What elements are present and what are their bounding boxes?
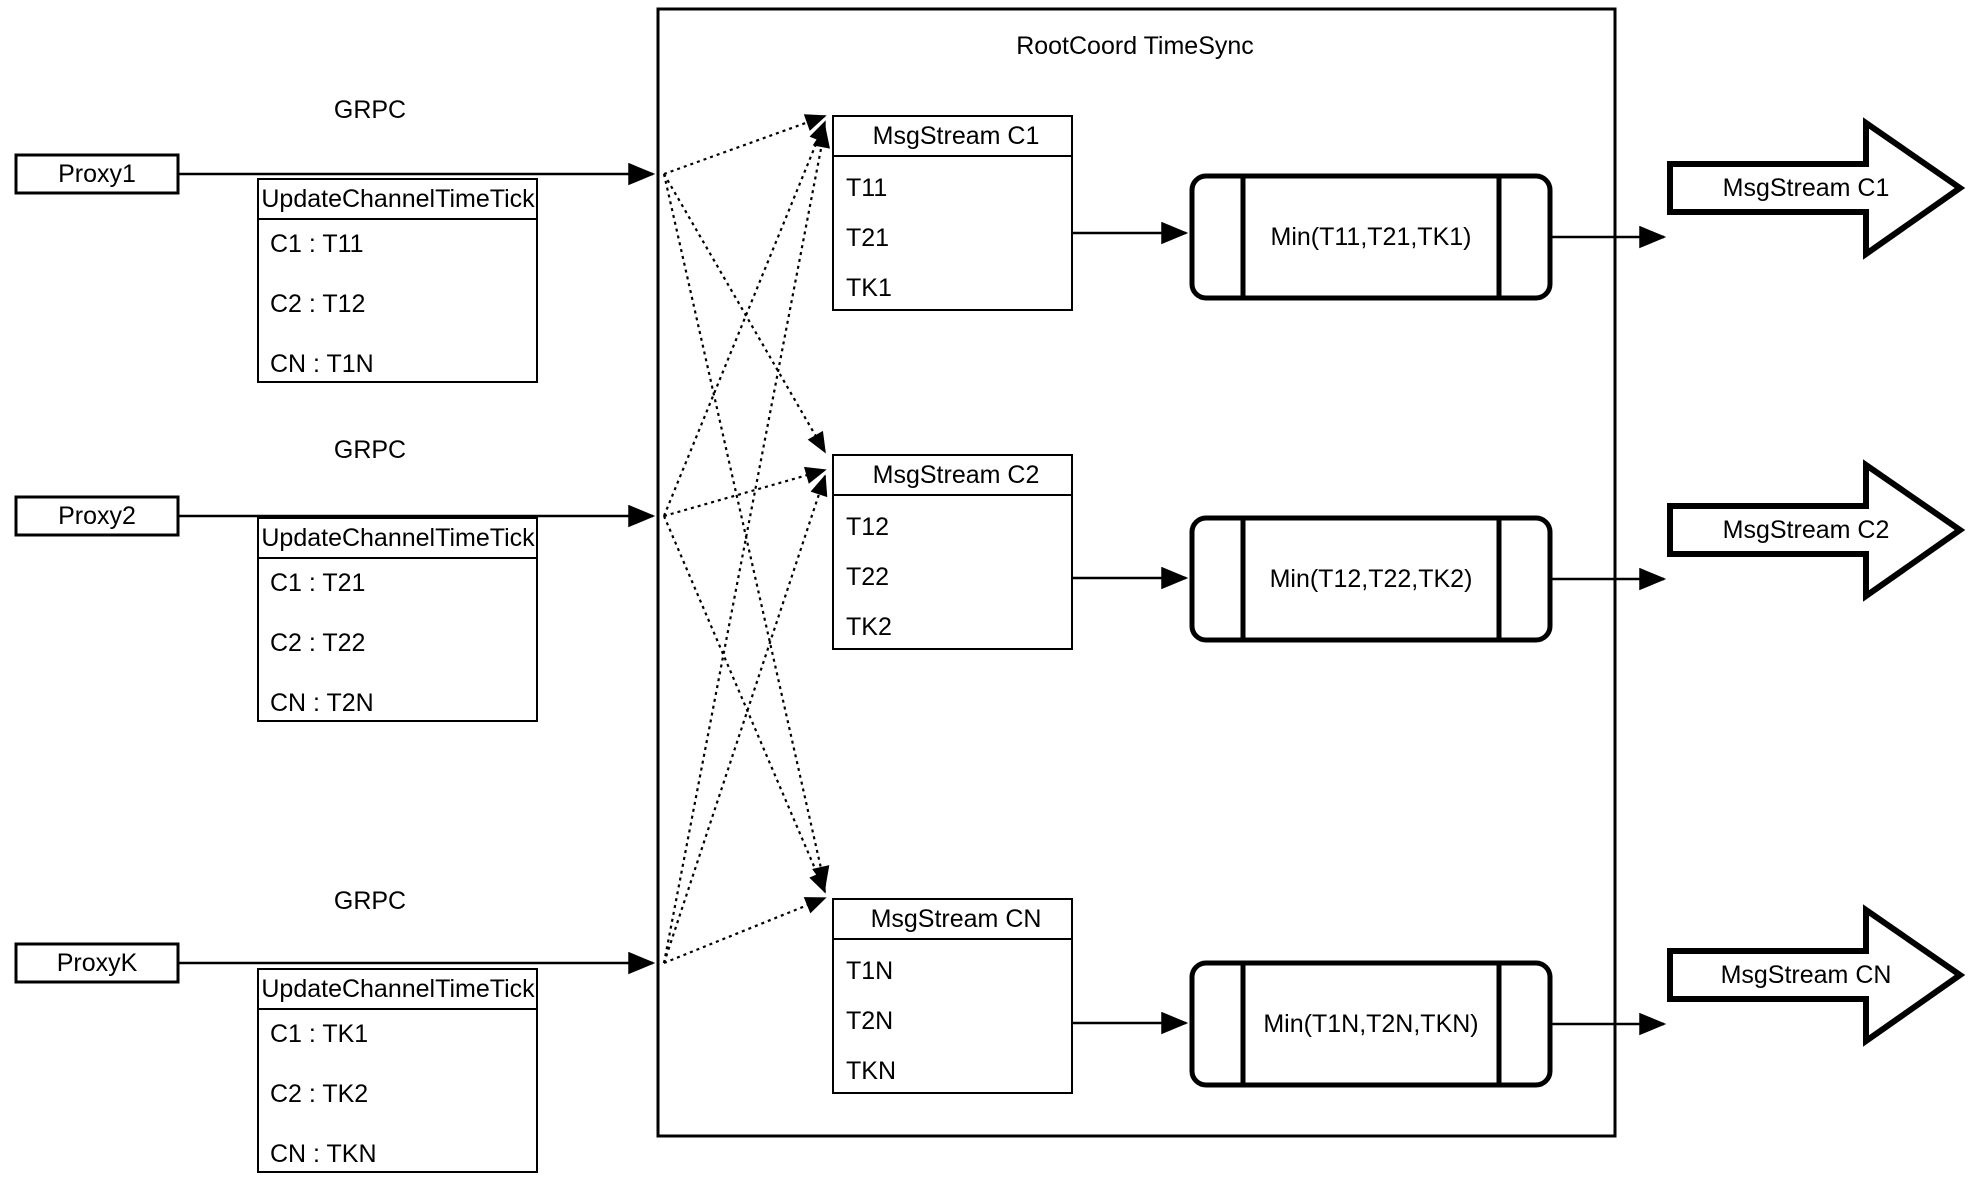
msgstream-title-2: MsgStream C2: [872, 461, 1040, 489]
proxy-label-1: Proxy1: [58, 160, 136, 188]
rootcoord-container-title: RootCoord TimeSync: [1016, 32, 1254, 60]
msgstream-entry-3-0: T1N: [846, 957, 894, 985]
msgstream-title-1: MsgStream C1: [872, 122, 1040, 150]
fanout-dotted-edges: [662, 114, 830, 965]
msgstream-entry-1-1: T21: [846, 224, 890, 252]
rpc-entry-2-1: C2 : T22: [270, 629, 366, 657]
msgstream-entry-2-0: T12: [846, 513, 890, 541]
output-label-2: MsgStream C2: [1722, 516, 1890, 544]
rpc-entry-1-2: CN : T1N: [270, 350, 374, 378]
rpc-entry-2-2: CN : T2N: [270, 689, 374, 717]
msgstream-entry-3-2: TKN: [846, 1057, 896, 1085]
min-label-1: Min(T11,T21,TK1): [1270, 223, 1472, 251]
rpc-entry-3-1: C2 : TK2: [270, 1080, 369, 1108]
proxy-label-3: ProxyK: [56, 949, 138, 977]
msgstream-entry-1-2: TK1: [846, 274, 892, 302]
proxy-label-2: Proxy2: [58, 502, 136, 530]
grpc-link-label-2: GRPC: [333, 436, 407, 464]
grpc-link-label-1: GRPC: [333, 96, 407, 124]
rpc-entry-3-0: C1 : TK1: [270, 1020, 369, 1048]
output-label-1: MsgStream C1: [1722, 174, 1890, 202]
rpc-title-3: UpdateChannelTimeTick: [261, 975, 535, 1003]
rpc-title-1: UpdateChannelTimeTick: [261, 185, 535, 213]
rpc-entry-3-2: CN : TKN: [270, 1140, 377, 1168]
msgstream-entry-1-0: T11: [846, 174, 888, 202]
rpc-title-2: UpdateChannelTimeTick: [261, 524, 535, 552]
output-label-3: MsgStream CN: [1720, 961, 1892, 989]
rpc-entry-2-0: C1 : T21: [270, 569, 366, 597]
rpc-entry-1-0: C1 : T11: [270, 230, 364, 258]
msgstream-entry-2-2: TK2: [846, 613, 892, 641]
min-label-3: Min(T1N,T2N,TKN): [1263, 1010, 1479, 1038]
grpc-link-label-3: GRPC: [333, 887, 407, 915]
msgstream-title-3: MsgStream CN: [870, 905, 1042, 933]
msgstream-entry-2-1: T22: [846, 563, 890, 591]
rpc-entry-1-1: C2 : T12: [270, 290, 366, 318]
min-label-2: Min(T12,T22,TK2): [1269, 565, 1473, 593]
msgstream-entry-3-1: T2N: [846, 1007, 894, 1035]
